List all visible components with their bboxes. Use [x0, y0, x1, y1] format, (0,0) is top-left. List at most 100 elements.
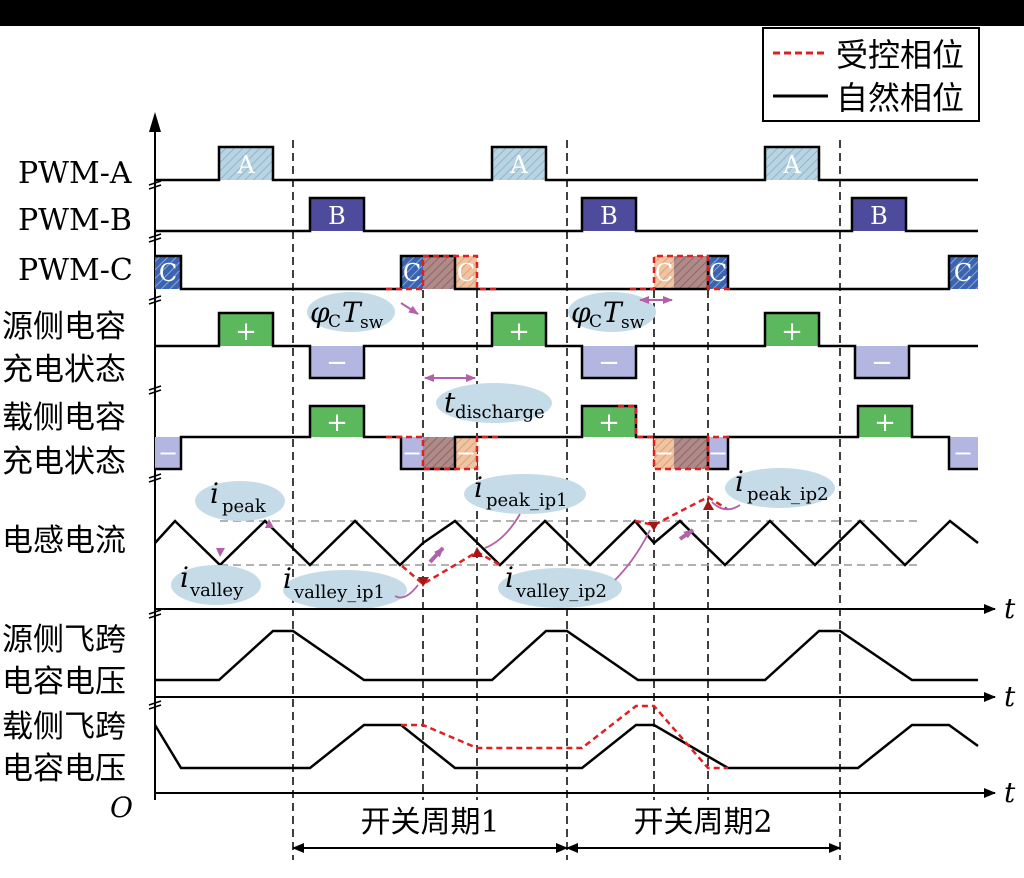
row-label-pwm-b: PWM-B	[18, 203, 132, 238]
svg-text:−: −	[598, 348, 620, 378]
pwm-a-label: A	[236, 151, 255, 179]
pwm-c-label: C	[954, 259, 972, 287]
svg-text:−: −	[158, 439, 178, 467]
y-axis-arrow	[149, 112, 161, 132]
row-label-load-cap-1: 载侧电容	[2, 400, 126, 436]
ivalley-ip1-annotation: i valley_ip1	[283, 562, 419, 610]
svg-text:peak_ip2: peak_ip2	[747, 484, 829, 505]
svg-text:t: t	[1004, 776, 1016, 809]
svg-text:+: +	[598, 408, 620, 438]
svg-text:valley_ip2: valley_ip2	[515, 581, 607, 602]
svg-text:t: t	[1004, 592, 1016, 625]
discharge-annotation: t discharge	[424, 374, 552, 423]
src-fly-voltage-trace	[155, 629, 978, 682]
legend-controlled-label: 受控相位	[836, 36, 964, 74]
svg-text:i: i	[735, 465, 744, 498]
svg-text:φ: φ	[310, 296, 330, 329]
svg-text:+: +	[781, 317, 803, 347]
svg-text:−: −	[402, 439, 422, 467]
pwm-a-label: A	[782, 151, 801, 179]
svg-text:−: −	[654, 439, 674, 467]
period-annotations: 开关周期1 开关周期2	[292, 805, 841, 853]
svg-text:C: C	[589, 312, 602, 332]
load-cap-trace: − + − − + − − + −	[155, 404, 978, 471]
pwm-a-pulse	[765, 147, 819, 180]
row-label-load-cap-2: 充电状态	[2, 444, 126, 480]
row-label-pwm-c: PWM-C	[18, 253, 133, 288]
time-axes: t t t	[155, 592, 1016, 809]
svg-text:−: −	[871, 348, 893, 378]
svg-text:+: +	[508, 317, 530, 347]
ivalley-annotation: i valley	[171, 561, 261, 605]
pwm-a-trace: A A A	[155, 145, 978, 182]
ipeak-annotation: i peak	[195, 477, 285, 521]
svg-text:sw: sw	[360, 313, 384, 333]
origin-label: O	[110, 791, 133, 824]
pwm-c-label: C	[457, 259, 475, 287]
pwm-c-controlled-1	[386, 254, 500, 291]
svg-text:−: −	[953, 439, 973, 467]
svg-text:i: i	[180, 561, 189, 594]
svg-text:i: i	[283, 562, 292, 595]
svg-text:−: −	[708, 439, 728, 467]
svg-text:valley_ip1: valley_ip1	[293, 582, 385, 603]
pwm-b-label: B	[600, 202, 618, 230]
inductor-current-trace	[154, 495, 979, 587]
row-label-pwm-a: PWM-A	[18, 156, 132, 191]
svg-text:i: i	[505, 561, 514, 594]
src-cap-trace: + + + − − −	[155, 311, 978, 380]
pwm-b-label: B	[328, 202, 346, 230]
pwm-c-label: C	[403, 259, 421, 287]
legend-natural-label: 自然相位	[836, 79, 964, 117]
pwm-b-pulse	[852, 198, 906, 231]
svg-text:i: i	[210, 477, 219, 510]
svg-text:C: C	[328, 312, 341, 332]
phase-shift-annotation-2: φ C T sw	[568, 292, 673, 333]
pwm-c-trace: C C C C C C	[155, 254, 978, 291]
svg-text:T: T	[603, 296, 624, 329]
period-2-label: 开关周期2	[633, 805, 772, 840]
svg-text:sw: sw	[621, 313, 645, 333]
row-label-src-fly-2: 电容电压	[2, 664, 126, 700]
row-label-load-fly-1: 载侧飞跨	[2, 709, 126, 745]
pwm-c-label: C	[709, 259, 727, 287]
pwm-a-pulse	[219, 147, 273, 180]
svg-text:discharge: discharge	[455, 402, 545, 423]
pwm-b-label: B	[870, 202, 888, 230]
row-label-src-cap-2: 充电状态	[2, 352, 126, 388]
svg-text:+: +	[235, 317, 257, 347]
svg-text:t: t	[1004, 680, 1016, 713]
pwm-c-label: C	[655, 259, 673, 287]
svg-text:+: +	[326, 408, 348, 438]
svg-text:T: T	[342, 296, 363, 329]
ivalley-ip2-annotation: i valley_ip2	[498, 529, 651, 608]
svg-text:peak: peak	[222, 496, 267, 517]
svg-text:valley: valley	[189, 580, 244, 601]
pwm-a-label: A	[509, 151, 528, 179]
pwm-a-pulse	[492, 147, 546, 180]
row-label-src-fly-1: 源侧飞跨	[2, 622, 126, 658]
svg-text:t: t	[444, 386, 456, 419]
row-label-inductor: 电感电流	[2, 523, 126, 559]
ipeak-ip2-annotation: i peak_ip2	[711, 465, 835, 511]
pwm-b-pulse	[582, 198, 636, 231]
period-boundaries	[292, 140, 841, 860]
pwm-b-pulse	[310, 198, 364, 231]
svg-text:−: −	[326, 348, 348, 378]
period-1-label: 开关周期1	[360, 805, 499, 840]
svg-text:peak_ip1: peak_ip1	[486, 490, 568, 511]
load-fly-voltage-trace	[153, 704, 979, 770]
svg-text:+: +	[874, 408, 896, 438]
row-label-load-fly-2: 电容电压	[2, 751, 126, 787]
row-label-src-cap-1: 源侧电容	[2, 309, 126, 345]
svg-text:i: i	[474, 471, 483, 504]
legend: 受控相位 自然相位	[762, 27, 980, 122]
svg-text:−: −	[456, 439, 476, 467]
pwm-c-controlled-2	[630, 254, 730, 291]
axis-breaks	[148, 180, 162, 710]
phase-shift-annotation-1: φ C T sw	[307, 292, 419, 333]
svg-text:φ: φ	[571, 296, 591, 329]
pwm-b-trace: B B B	[155, 196, 978, 233]
